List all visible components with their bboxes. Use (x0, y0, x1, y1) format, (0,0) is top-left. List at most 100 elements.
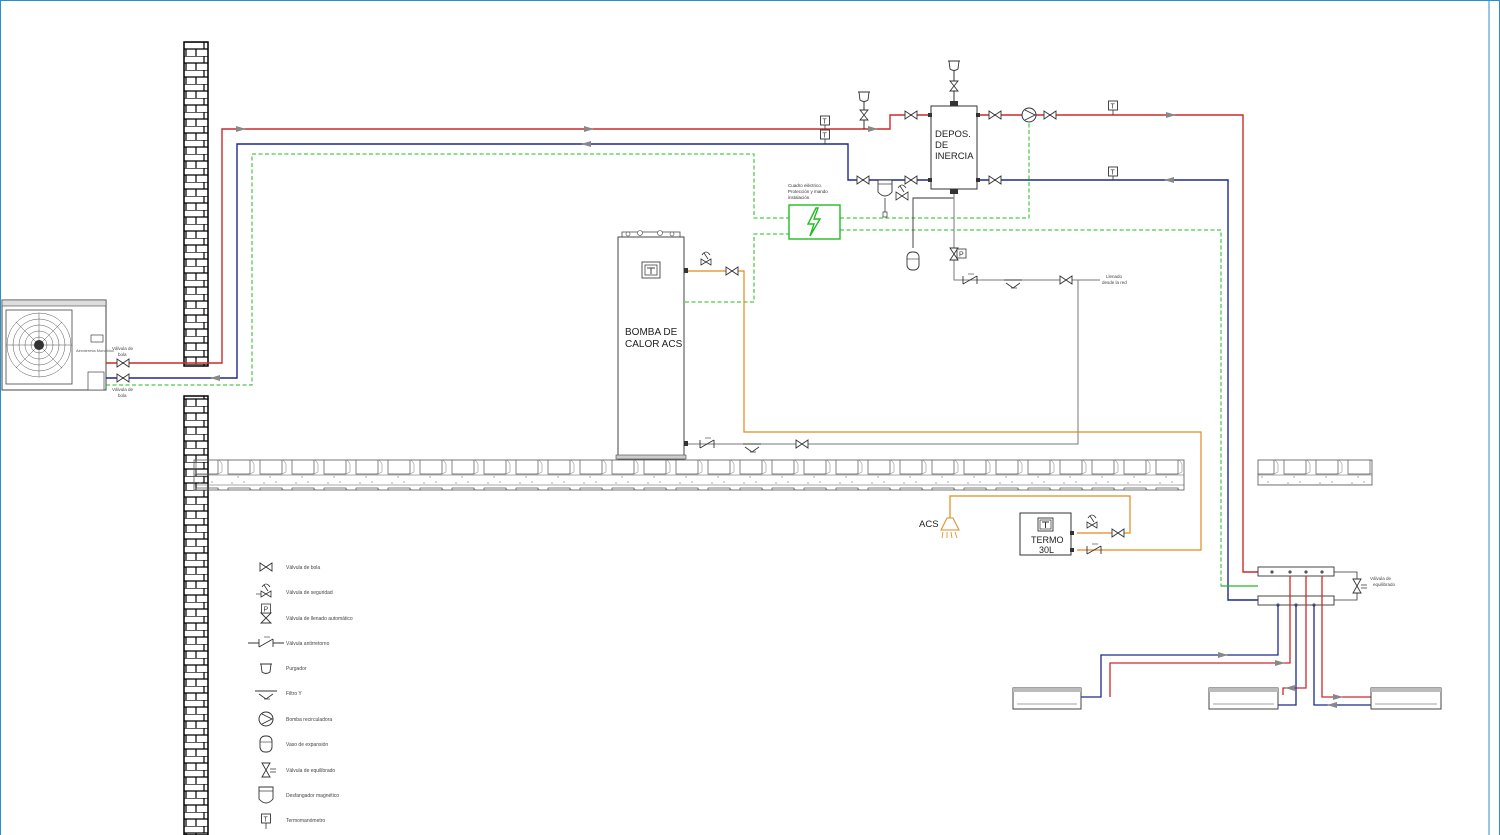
balancing-label-1: Válvula de (1370, 576, 1392, 581)
thermomanometer-icon: T (820, 115, 830, 129)
electrical-panel (788, 204, 841, 240)
ball-valve-icon (1111, 528, 1125, 538)
ball-valve-icon (1043, 110, 1057, 120)
return-pipe-distribution (977, 179, 1258, 601)
ball-valve-icon (116, 373, 130, 383)
svg-text:T: T (1111, 104, 1116, 111)
safety-valve-icon (1086, 514, 1098, 529)
valve-label-top-1: Válvula de (112, 346, 134, 351)
air-vent-icon (858, 91, 870, 102)
legend-label: Válvula de equilibrado (286, 768, 335, 774)
brick-wall-upper (183, 41, 209, 367)
y-filter-icon (743, 443, 761, 453)
ball-valve-icon (949, 80, 959, 92)
indoor-unit (1208, 687, 1279, 710)
ball-valve-icon (859, 109, 869, 121)
panel-label-1: Cuadro eléctrico. (788, 183, 822, 188)
safety-valve-icon (895, 184, 909, 201)
ball-valve-icon (856, 175, 870, 185)
floor-slab-right (1257, 459, 1373, 486)
shower-icon (940, 517, 960, 539)
check-valve-icon (248, 636, 284, 648)
panel-label-3: instalación. (788, 195, 811, 200)
ball-valve-icon (725, 266, 739, 276)
ball-valve-icon (259, 562, 273, 572)
circulation-pump-icon (258, 711, 274, 727)
indoor-unit (1370, 687, 1442, 710)
outdoor-heat-pump-unit: Aerotermia Monobloc (1, 299, 114, 391)
ball-valve-icon (1059, 275, 1073, 285)
floor-slab-left (193, 459, 1185, 491)
legend-label: Válvula antirretorno (286, 641, 330, 647)
indoor-unit (1012, 687, 1082, 710)
inertia-tank (928, 101, 980, 194)
svg-text:T: T (1111, 170, 1116, 177)
balancing-valve-icon (261, 762, 276, 778)
legend-label: Válvula de bola (286, 565, 320, 571)
heat-pump-label-2: CALOR ACS (625, 339, 683, 350)
acs-label: ACS (919, 519, 939, 530)
magnetic-dirt-separator-icon (258, 786, 274, 804)
thermo-label-1: TERMO (1031, 535, 1064, 545)
outdoor-unit-label: Aerotermia Monobloc (76, 348, 114, 353)
auto-fill-valve-icon: P (259, 603, 273, 624)
return-pipe-outdoor (106, 143, 932, 379)
legend-label: Desfangador magnético (286, 793, 339, 799)
inertia-tank-label-3: INERCIA (935, 151, 974, 162)
legend-label: Vaso de expansión (286, 742, 328, 748)
air-vent-icon (948, 60, 960, 71)
valve-label-top-2: bola (118, 352, 127, 357)
heat-pump-label-1: BOMBA DE (625, 327, 678, 338)
panel-label-2: Protección y mando (788, 189, 828, 194)
ball-valve-icon (904, 175, 918, 185)
thermomanometer-icon: T (1108, 100, 1118, 115)
thermomanometer-icon: T (820, 129, 830, 144)
inertia-tank-label-2: DE (935, 140, 948, 151)
inertia-tank-label-1: DEPOS. (935, 129, 971, 140)
dhw-heat-pump (615, 230, 687, 460)
safety-valve-icon (256, 583, 272, 598)
svg-text:P: P (264, 607, 269, 614)
circulation-pump-icon (1021, 107, 1037, 123)
supply-pipe-distribution (977, 114, 1258, 573)
air-vent-icon (260, 663, 272, 674)
y-filter-icon (255, 690, 277, 700)
ball-valve-icon (116, 358, 130, 368)
svg-text:P: P (959, 252, 964, 259)
electric-water-heater (1019, 512, 1074, 556)
legend-label: Filtro Y (286, 691, 302, 697)
legend-label: Válvula de llenado automático (286, 616, 353, 622)
svg-text:T: T (823, 119, 828, 126)
legend-label: Termomanómetro (286, 818, 325, 824)
check-valve-icon (1086, 543, 1102, 555)
balancing-label-2: equilibrado (1373, 582, 1396, 587)
legend-label: Válvula de seguridad (286, 590, 333, 596)
ball-valve-icon (795, 439, 809, 449)
legend-label: Purgador (286, 666, 307, 672)
thermomanometer-icon: T (1108, 166, 1118, 180)
safety-valve-icon (700, 251, 712, 266)
check-valve-icon (699, 437, 715, 449)
dhw-pipes (686, 270, 1202, 551)
ball-valve-icon (988, 175, 1002, 185)
expansion-vessel-icon (906, 251, 920, 271)
expansion-vessel-icon (259, 735, 273, 753)
magnetic-dirt-separator-icon (877, 179, 893, 218)
balancing-valve-icon (1352, 578, 1367, 594)
thermomanometer-icon: T (261, 813, 271, 829)
legend: P T Válvula de bola Válvula de seguridad (248, 562, 353, 829)
auto-fill-valve-icon: P (949, 247, 967, 261)
supply-pipe-outdoor (106, 114, 932, 364)
ball-valve-icon (904, 110, 918, 120)
valve-label-bottom-2: bola (118, 393, 127, 398)
fill-label-2: desde la red (1102, 280, 1127, 285)
fill-label-1: Llenado (1106, 274, 1123, 279)
check-valve-icon (962, 273, 978, 285)
svg-text:T: T (264, 817, 269, 824)
thermo-label-2: 30L (1039, 545, 1054, 555)
legend-label: Bomba recirculadora (286, 717, 332, 723)
valve-label-bottom-1: Válvula de (112, 387, 134, 392)
flow-arrows (210, 112, 1176, 381)
manifold-supply (1257, 566, 1335, 577)
